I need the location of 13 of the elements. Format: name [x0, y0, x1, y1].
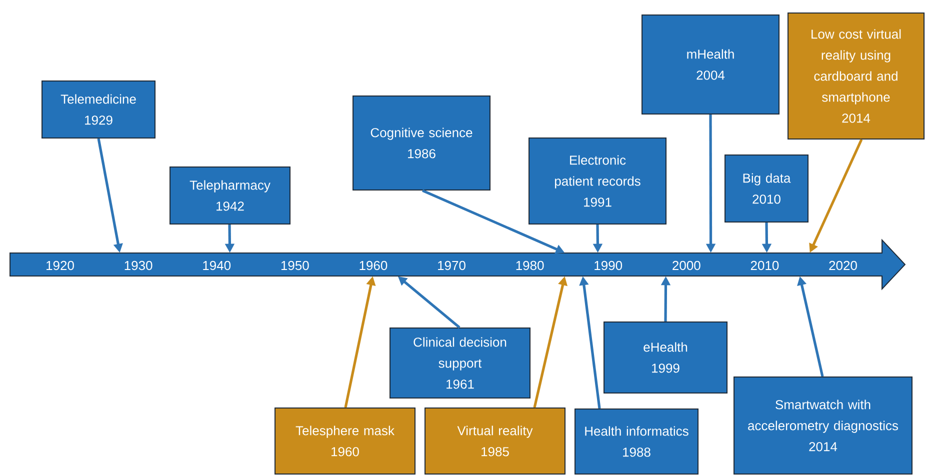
event-box: Cognitive science 1986: [352, 96, 490, 190]
event-box: Low cost virtual reality using cardboard and smartphone 2014: [788, 12, 924, 140]
event-box: mHealth 2004: [642, 14, 780, 114]
event-box: Telemedicine 1929: [42, 80, 156, 138]
event-box: Telesphere mask 1960: [274, 408, 416, 474]
event-box: Electronic patient records 1991: [528, 138, 666, 224]
event-box: Virtual reality 1985: [424, 408, 566, 474]
event-box: Clinical decision support 1961: [390, 328, 530, 398]
event-box: eHealth 1999: [604, 322, 728, 394]
event-box: Smartwatch with accelerometry diagnostics 2014: [734, 376, 912, 474]
event-box: Telepharmacy 1942: [170, 166, 290, 224]
event-box: Big data 2010: [724, 154, 808, 222]
event-box: Health informatics 1988: [574, 408, 698, 474]
